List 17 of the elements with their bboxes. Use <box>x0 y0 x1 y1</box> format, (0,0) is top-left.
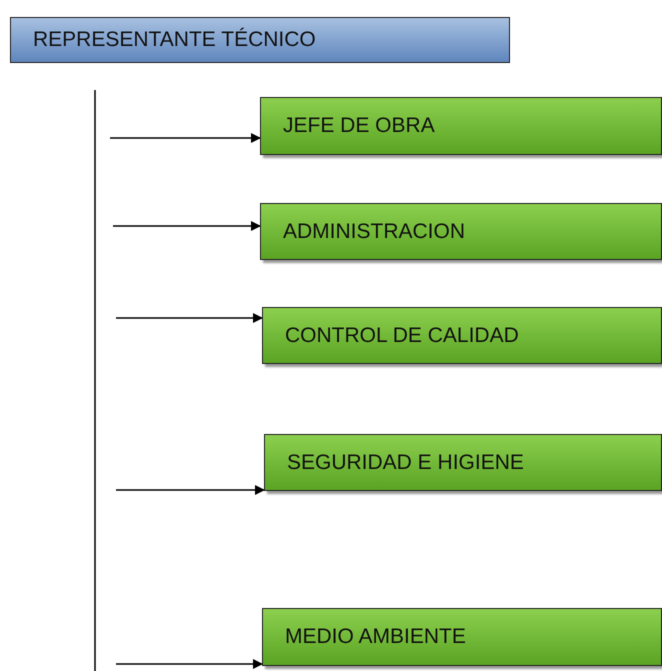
box-label: MEDIO AMBIENTE <box>284 625 466 649</box>
process-box <box>260 97 662 155</box>
process-box <box>264 434 662 491</box>
process-box <box>262 608 662 666</box>
arrow <box>113 221 261 231</box>
box-label: CONTROL DE CALIDAD <box>284 324 519 348</box>
arrow <box>116 313 263 323</box>
arrow <box>110 133 261 143</box>
arrow <box>116 485 265 495</box>
arrow <box>116 659 263 669</box>
process-box <box>262 307 662 364</box>
box-label: SEGURIDAD E HIGIENE <box>286 450 524 474</box>
header-box <box>10 17 510 63</box>
box-label: REPRESENTANTE TÉCNICO <box>32 28 316 52</box>
box-label: ADMINISTRACION <box>282 220 466 244</box>
box-label: JEFE DE OBRA <box>282 114 435 138</box>
process-box <box>260 203 662 260</box>
